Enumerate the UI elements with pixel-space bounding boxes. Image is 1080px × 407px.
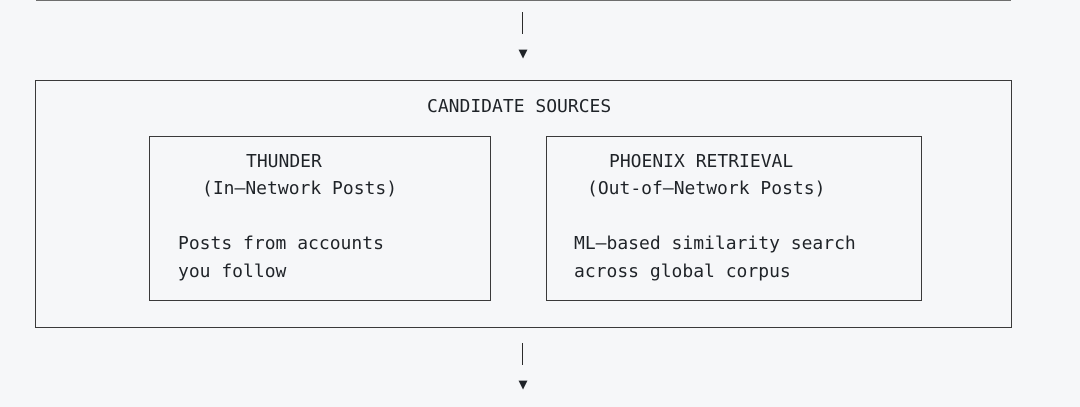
source-description: across global corpus bbox=[574, 261, 791, 282]
source-description: you follow bbox=[178, 261, 287, 282]
thunder-box: THUNDER (In–Network Posts) Posts from ac… bbox=[149, 136, 491, 301]
phoenix-retrieval-box: PHOENIX RETRIEVAL (Out-of–Network Posts)… bbox=[546, 136, 922, 301]
connector-line bbox=[522, 343, 523, 365]
connector-in: ▼ bbox=[515, 12, 531, 62]
arrow-down-icon: ▼ bbox=[518, 44, 528, 62]
previous-stage-border bbox=[36, 0, 1011, 1]
source-title: PHOENIX RETRIEVAL bbox=[609, 151, 794, 172]
connector-out: ▼ bbox=[515, 343, 531, 393]
candidate-sources-group: CANDIDATE SOURCES THUNDER (In–Network Po… bbox=[35, 80, 1012, 328]
group-title: CANDIDATE SOURCES bbox=[427, 96, 612, 117]
connector-line bbox=[522, 12, 523, 34]
source-subtitle: (In–Network Posts) bbox=[202, 178, 398, 199]
arrow-down-icon: ▼ bbox=[518, 375, 528, 393]
source-description: Posts from accounts bbox=[178, 233, 384, 254]
source-title: THUNDER bbox=[246, 151, 322, 172]
source-subtitle: (Out-of–Network Posts) bbox=[587, 178, 826, 199]
source-description: ML–based similarity search bbox=[574, 233, 856, 254]
